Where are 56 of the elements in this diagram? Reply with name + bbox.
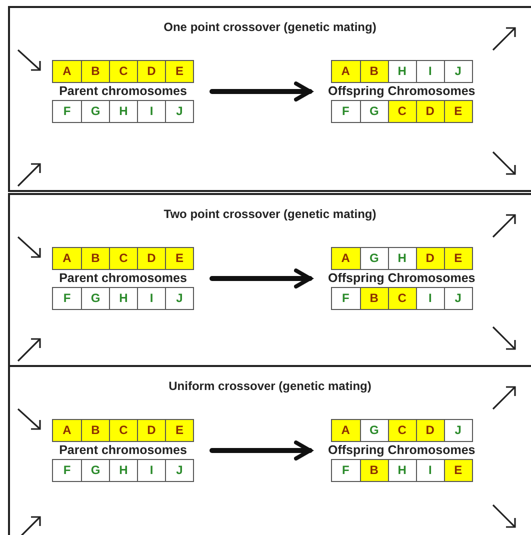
gene-cell: A [332, 61, 360, 82]
arrow [210, 440, 312, 460]
chromosome-label: Parent chromosomes [59, 442, 187, 459]
arrow [210, 82, 312, 102]
chromosome-label: Offspring Chromosomes [328, 270, 476, 287]
gene-cell: A [53, 248, 81, 269]
gene-cell: D [416, 420, 444, 441]
panel-title: Uniform crossover (genetic mating) [168, 379, 372, 393]
gene-cell: B [360, 288, 388, 309]
chromosome-strip [330, 60, 473, 83]
gene-cell: A [332, 420, 360, 441]
panel-frame [8, 6, 531, 192]
chromosome-strip [330, 100, 473, 123]
chromosome-label: Parent chromosomes [59, 270, 187, 287]
gene-cell: A [332, 248, 360, 269]
chromosome-strip [52, 247, 194, 270]
gene-cell: D [137, 248, 165, 269]
gene-cell: C [388, 288, 416, 309]
gene-cell: D [416, 101, 444, 122]
chromosome-strip [52, 287, 194, 310]
gene-cell: C [388, 101, 416, 122]
gene-cell: C [109, 248, 137, 269]
chromosome-strip [52, 419, 194, 442]
gene-cell: A [53, 420, 81, 441]
gene-cell: B [81, 420, 109, 441]
gene-cell: D [137, 420, 165, 441]
arrow [210, 268, 312, 288]
panel-title: One point crossover (genetic mating) [162, 20, 378, 34]
gene-cell: E [444, 101, 472, 122]
chromosome-strip [52, 459, 194, 482]
chromosome-strip [52, 100, 194, 123]
gene-cell: E [444, 248, 472, 269]
gene-cell: E [165, 61, 193, 82]
gene-cell: E [165, 248, 193, 269]
gene-cell: B [81, 248, 109, 269]
chromosome-strip [52, 60, 194, 83]
gene-cell: C [109, 61, 137, 82]
gene-cell: C [109, 420, 137, 441]
chromosome-strip [330, 459, 473, 482]
panel-frame [8, 193, 531, 367]
gene-cell: E [165, 420, 193, 441]
chromosome-label: Offspring Chromosomes [328, 83, 476, 100]
gene-cell: E [444, 460, 472, 481]
gene-cell: D [416, 248, 444, 269]
panel-title: Two point crossover (genetic mating) [162, 207, 378, 221]
chromosome-strip [330, 419, 473, 442]
gene-cell: B [81, 61, 109, 82]
gene-cell: A [53, 61, 81, 82]
gene-cell: D [137, 61, 165, 82]
chromosome-strip [330, 247, 473, 270]
chromosome-label: Offspring Chromosomes [328, 442, 476, 459]
gene-cell: B [360, 460, 388, 481]
gene-cell: B [360, 61, 388, 82]
chromosome-strip [330, 287, 473, 310]
gene-cell: C [388, 420, 416, 441]
chromosome-label: Parent chromosomes [59, 83, 187, 100]
